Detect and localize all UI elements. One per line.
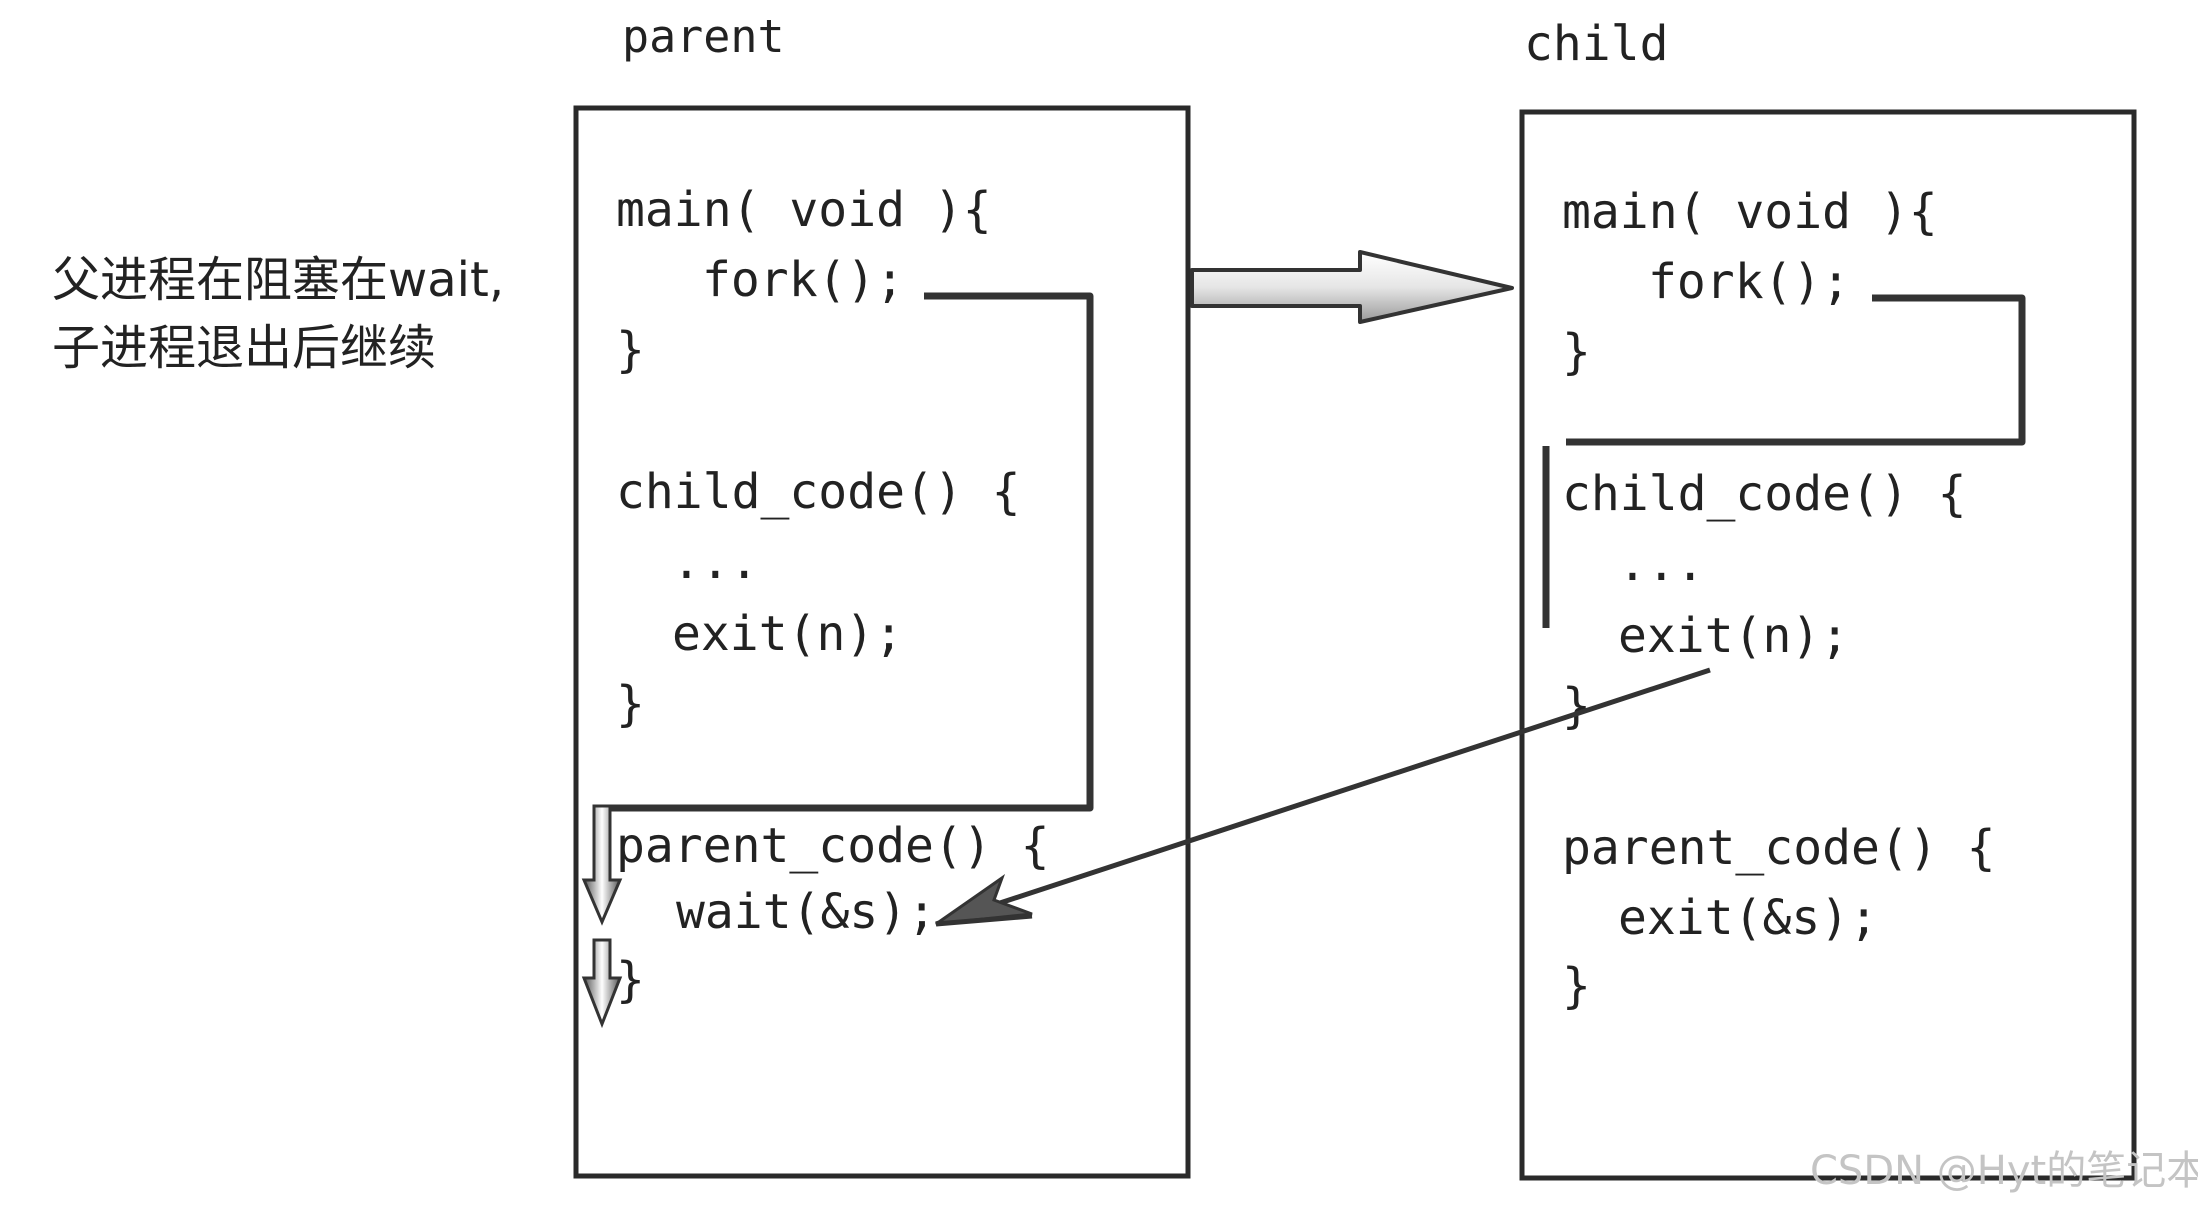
exit-to-wait-arrow xyxy=(935,667,1711,927)
fork-arrow xyxy=(1190,250,1514,324)
note-line-1: 父进程在阻塞在wait, xyxy=(52,252,504,308)
watermark: CSDN @Hyt的笔记本 xyxy=(1810,1148,2198,1194)
child-exit-s-line: exit(&s); xyxy=(1618,890,1878,946)
parent-fork-line: fork(); xyxy=(702,252,904,308)
child-parent-code-line: parent_code() { xyxy=(1562,820,1995,876)
parent-dots: ... xyxy=(672,534,759,590)
child-dots: ... xyxy=(1618,536,1705,592)
child-exit-line: exit(n); xyxy=(1618,608,1849,664)
parent-exit-line: exit(n); xyxy=(672,606,903,662)
child-title: child xyxy=(1524,16,1669,72)
parent-skip-bracket xyxy=(606,292,1094,812)
child-jump-bracket xyxy=(1566,294,2026,446)
parent-wait-line: wait(&s); xyxy=(676,884,936,940)
child-main-line: main( void ){ xyxy=(1562,184,1938,240)
parent-child-code-line: child_code() { xyxy=(616,464,1021,520)
parent-title: parent xyxy=(622,10,785,63)
child-box xyxy=(1519,109,2137,1181)
parent-main-line: main( void ){ xyxy=(616,182,992,238)
child-parent-close: } xyxy=(1562,958,1591,1014)
child-child-close: } xyxy=(1562,678,1591,734)
child-main-close: } xyxy=(1562,324,1591,380)
parent-process: parent main( void ){ fork(); } child_cod… xyxy=(573,10,1191,1179)
parent-parent-code-line: parent_code() { xyxy=(616,818,1049,874)
parent-box xyxy=(573,105,1191,1179)
note-line-2: 子进程退出后继续 xyxy=(52,320,436,376)
parent-child-close: } xyxy=(616,676,645,732)
note: 父进程在阻塞在wait, 子进程退出后继续 xyxy=(52,252,504,376)
child-process: child main( void ){ fork(); } child_code… xyxy=(1519,16,2137,1181)
child-child-code-line: child_code() { xyxy=(1562,466,1967,522)
child-fork-line: fork(); xyxy=(1648,254,1850,310)
parent-main-close: } xyxy=(616,322,645,378)
parent-down-arrow-2 xyxy=(581,938,623,1029)
parent-down-arrow-1 xyxy=(581,804,623,926)
